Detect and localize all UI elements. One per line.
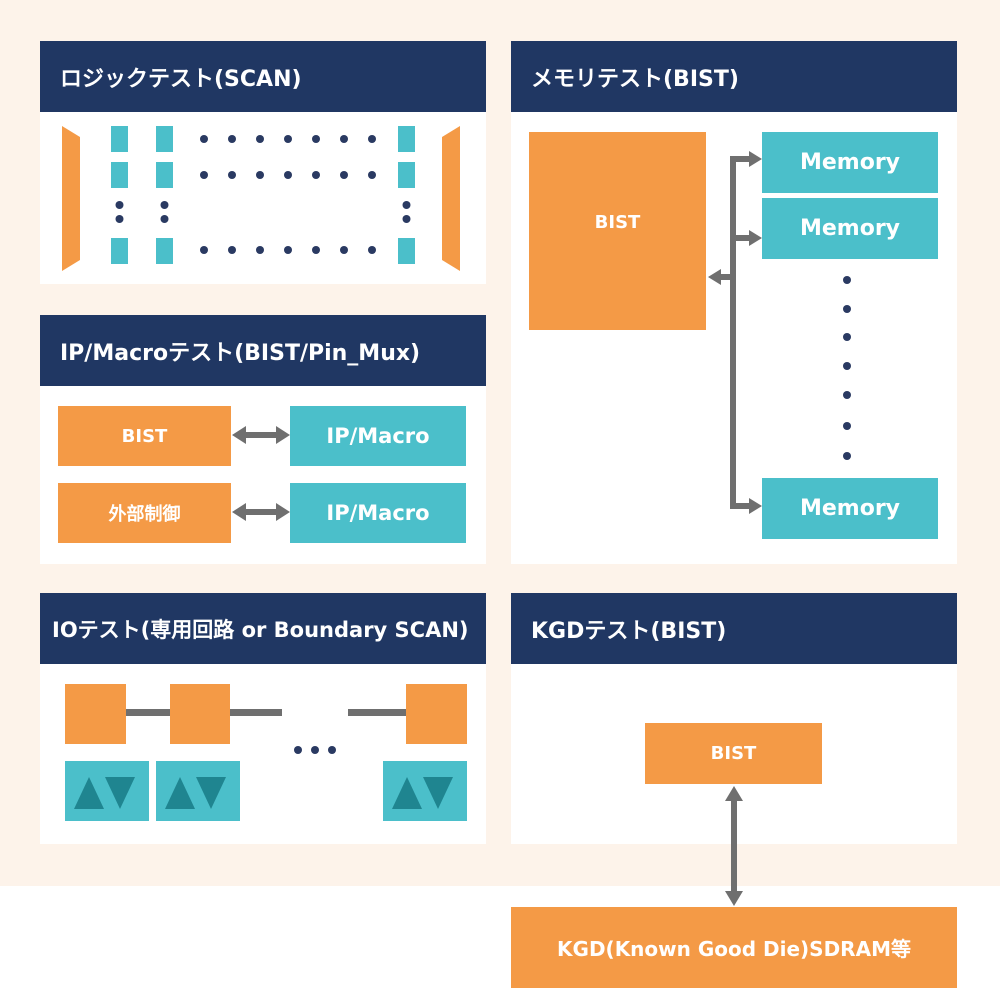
ip-macro-block-2: IP/Macro — [290, 483, 466, 543]
memory-block-2: Memory — [762, 198, 938, 259]
memory-block-1: Memory — [762, 132, 938, 193]
ip-arrows — [232, 426, 290, 521]
scan-panel: ロジックテスト(SCAN) — [40, 41, 486, 284]
kgd-bist-block: BIST — [645, 723, 822, 784]
scan-cell — [111, 238, 128, 264]
ip-macro-block-1: IP/Macro — [290, 406, 466, 466]
memory-ellipsis-dots — [843, 276, 851, 460]
ip-bist-block: BIST — [58, 406, 231, 466]
io-cell — [406, 684, 467, 744]
ip-macro-panel: IP/Macroテスト(BIST/Pin_Mux) BIST IP/Macro … — [40, 315, 486, 564]
scan-cell — [156, 238, 173, 264]
io-ellipsis-dots — [294, 746, 336, 754]
scan-cell — [398, 162, 415, 188]
scan-output-trapezoid — [442, 126, 460, 271]
memory-block-3: Memory — [762, 478, 938, 539]
io-cell — [170, 684, 230, 744]
scan-input-trapezoid — [62, 126, 80, 271]
memory-panel: メモリテスト(BIST) BIST Memory Memory Memory — [511, 41, 957, 564]
memory-bus-arrows — [708, 151, 851, 514]
io-panel-title: IOテスト(専用回路 or Boundary SCAN) — [40, 593, 486, 664]
kgd-panel-title: KGDテスト(BIST) — [511, 593, 957, 664]
scan-cell — [156, 126, 173, 152]
kgd-panel: KGDテスト(BIST) BIST — [511, 593, 957, 844]
scan-cell — [111, 162, 128, 188]
scan-cell — [156, 162, 173, 188]
scan-panel-title: ロジックテスト(SCAN) — [40, 41, 486, 112]
scan-cell — [398, 238, 415, 264]
scan-chain-diagram — [62, 126, 460, 271]
memory-panel-title: メモリテスト(BIST) — [511, 41, 957, 112]
io-cell — [65, 684, 126, 744]
external-control-block: 外部制御 — [58, 483, 231, 543]
io-buffer-1 — [65, 761, 149, 821]
ip-macro-panel-title: IP/Macroテスト(BIST/Pin_Mux) — [40, 315, 486, 386]
kgd-sdram-block: KGD(Known Good Die)SDRAM等 — [511, 907, 957, 988]
io-panel: IOテスト(専用回路 or Boundary SCAN) — [40, 593, 486, 844]
io-buffer-3 — [383, 761, 467, 821]
memory-bist-block: BIST — [529, 132, 706, 330]
scan-cell — [398, 126, 415, 152]
scan-ellipsis-dots — [115, 135, 411, 254]
io-buffer-2 — [156, 761, 240, 821]
scan-cell — [111, 126, 128, 152]
io-chain-diagram — [65, 684, 467, 821]
